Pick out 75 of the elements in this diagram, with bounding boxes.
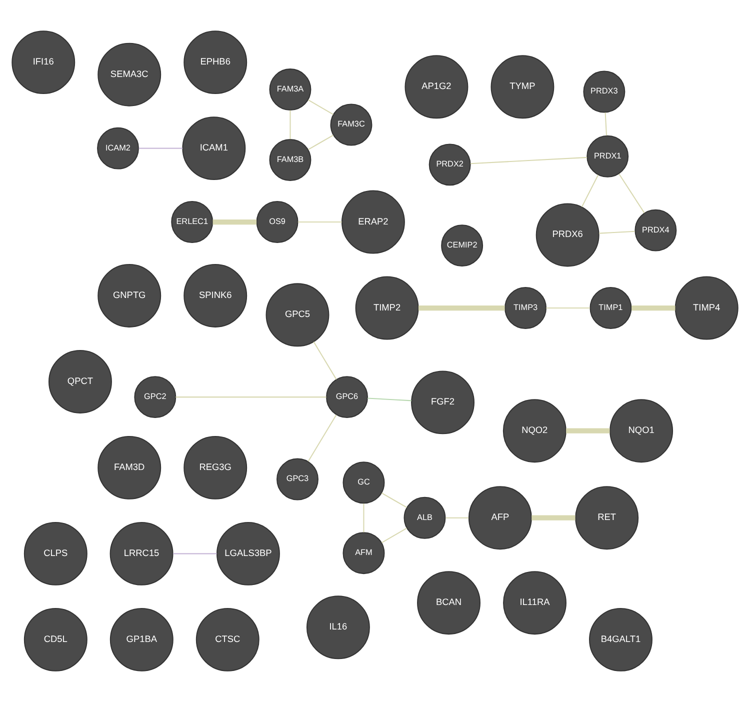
node-circle: GPC3 <box>276 458 318 500</box>
connector <box>308 414 337 462</box>
connector <box>308 134 334 150</box>
node-circle: AFP <box>468 486 532 550</box>
node-circle: FAM3B <box>269 138 312 180</box>
node-circle: BCAN <box>417 570 480 634</box>
node-circle: LGALS3BP <box>216 521 280 585</box>
node-circle: EPHB6 <box>184 30 248 94</box>
connector <box>532 514 576 520</box>
node-circle: TIMP2 <box>355 276 419 340</box>
node-circle: REG3G <box>184 435 248 499</box>
node-circle: NQO2 <box>502 398 566 462</box>
node-circle: AP1G2 <box>404 54 468 118</box>
node-circle: FAM3C <box>330 103 372 146</box>
node-circle: PRDX2 <box>428 143 471 186</box>
node-circle: GPC6 <box>326 376 368 418</box>
connector <box>138 147 183 148</box>
connector <box>618 173 645 213</box>
connector <box>566 428 610 433</box>
connector <box>446 516 469 518</box>
connector <box>382 492 408 508</box>
node-circle: TIMP3 <box>504 286 547 328</box>
connector <box>176 396 326 398</box>
node-circle: TIMP1 <box>590 286 632 328</box>
connector <box>470 156 587 164</box>
node-circle: RET <box>575 486 639 550</box>
node-circle: ERLEC1 <box>171 200 214 242</box>
connector <box>546 307 590 308</box>
node-circle: TYMP <box>490 54 554 118</box>
node-circle: ERAP2 <box>341 190 405 254</box>
connector <box>598 230 635 234</box>
node-circle: PRDX4 <box>634 208 677 251</box>
node-circle: CTSC <box>196 607 260 671</box>
connector <box>418 304 505 310</box>
node-circle: IFI16 <box>12 30 76 94</box>
node-circle: CD5L <box>24 607 88 671</box>
node-circle: GPC5 <box>266 282 330 346</box>
node-circle: PRDX6 <box>536 202 600 266</box>
node-circle: FAM3A <box>269 68 312 110</box>
node-circle: GNPTG <box>98 263 162 327</box>
node-circle: IL11RA <box>503 570 566 634</box>
node-circle: FAM3D <box>98 435 162 499</box>
connector <box>363 503 364 532</box>
node-circle: PRDX3 <box>583 70 626 112</box>
node-circle: IL16 <box>306 595 370 659</box>
node-circle: ICAM1 <box>182 116 246 180</box>
node-circle: B4GALT1 <box>589 607 652 671</box>
connector <box>313 341 337 380</box>
connector <box>298 221 342 222</box>
node-circle: PRDX1 <box>586 134 629 177</box>
node-circle: FGF2 <box>411 370 474 434</box>
connector <box>290 110 291 139</box>
connector <box>581 174 599 207</box>
connector <box>632 304 676 310</box>
connector <box>308 99 334 114</box>
node-circle: ALB <box>404 496 446 538</box>
node-circle: AFM <box>342 532 385 574</box>
node-circle: GP1BA <box>110 607 174 671</box>
node-circle: CLPS <box>24 521 88 585</box>
node-circle: GPC2 <box>134 376 176 418</box>
connector <box>212 218 257 224</box>
connector <box>368 397 412 401</box>
connector <box>382 527 408 543</box>
node-circle: TIMP4 <box>674 276 738 340</box>
node-circle: ICAM2 <box>97 126 139 169</box>
node-circle: NQO1 <box>610 398 674 462</box>
node-circle: SEMA3C <box>98 42 162 106</box>
node-circle: QPCT <box>48 349 112 413</box>
connector <box>604 112 608 136</box>
node-circle: CEMIP2 <box>441 224 484 266</box>
connector <box>173 552 217 554</box>
node-circle: SPINK6 <box>184 263 248 327</box>
node-circle: GC <box>342 461 385 504</box>
node-circle: OS9 <box>256 200 298 242</box>
node-circle: LRRC15 <box>110 521 174 585</box>
